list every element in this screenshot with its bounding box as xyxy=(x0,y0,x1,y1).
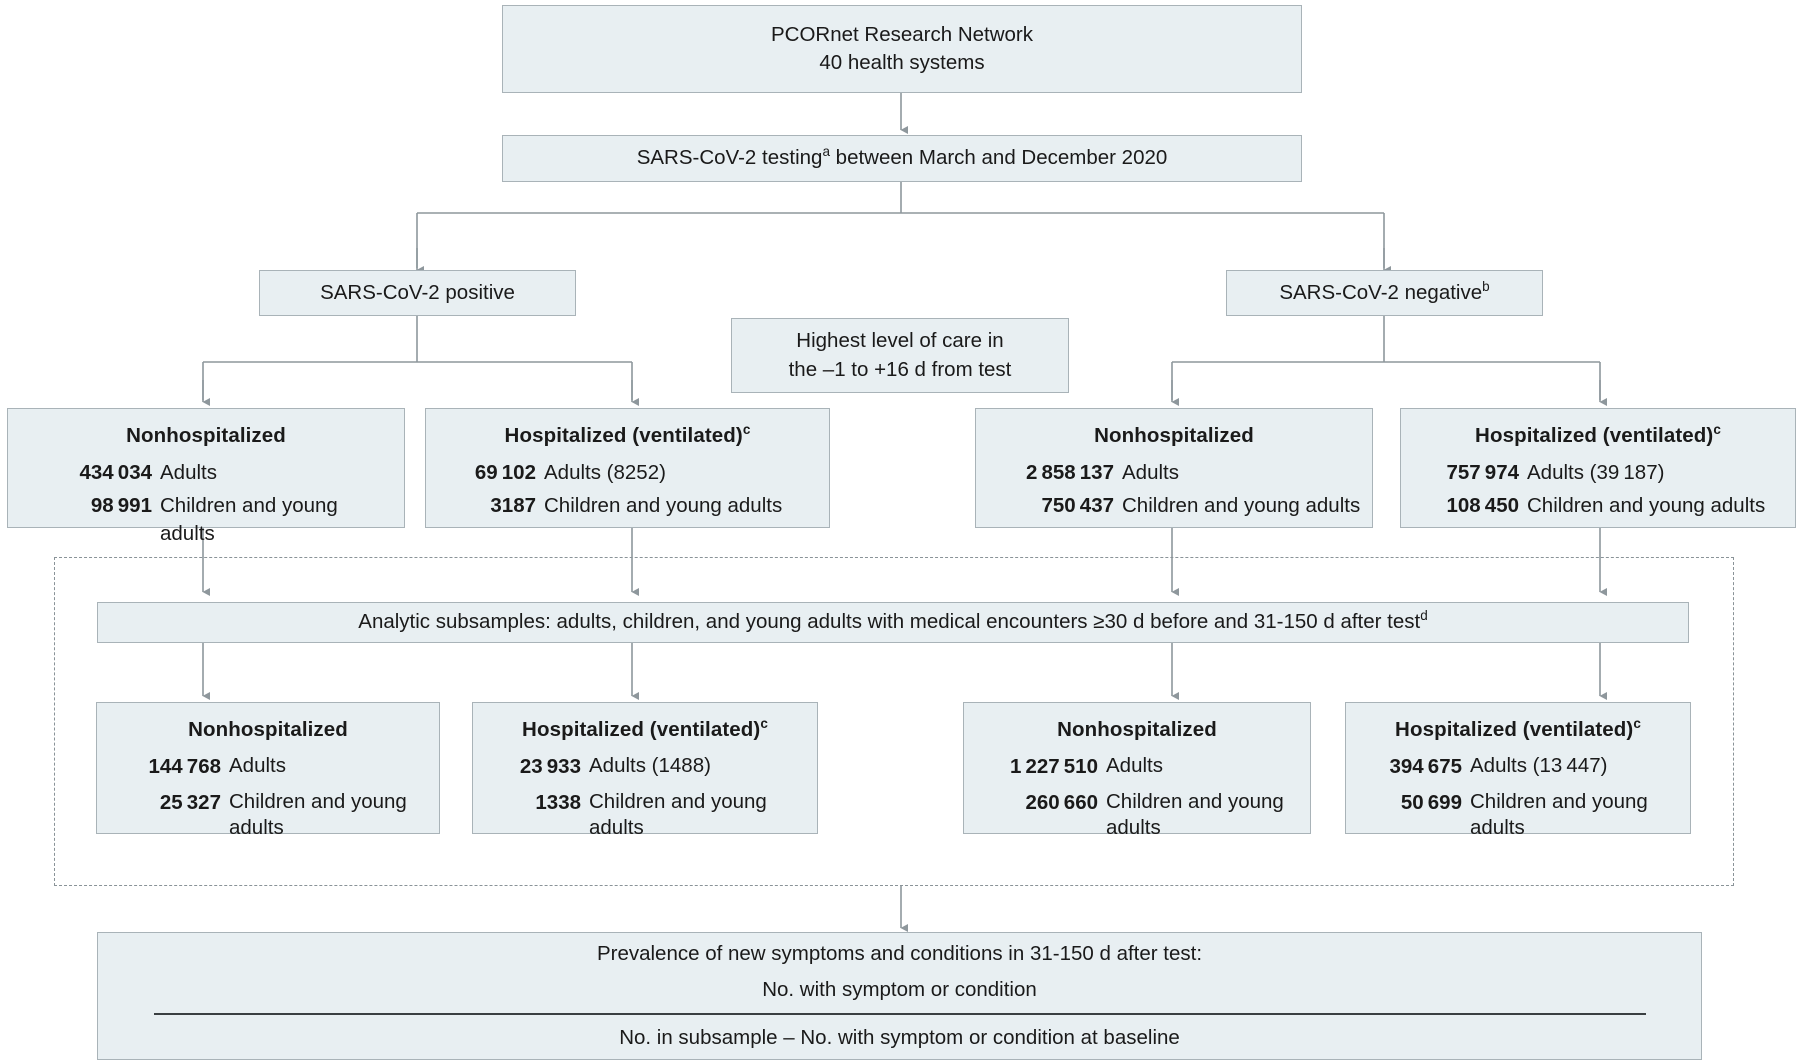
cohort-count-label: Children and young adults xyxy=(1122,493,1361,517)
analytic-box-positive-nonhospitalized: Nonhospitalized 144 768 Adults 25 327 Ch… xyxy=(96,702,440,839)
cohort-count: 757 974 xyxy=(1446,461,1519,485)
cohort-count: 23 933 xyxy=(519,755,581,779)
node-prevalence-formula: Prevalence of new symptoms and condition… xyxy=(97,932,1702,1060)
node-sars-cov-2-positive: SARS-CoV-2 positive xyxy=(259,270,576,316)
cohort-row: 25 327 Children and young adults xyxy=(97,789,439,842)
cohort-title: Nonhospitalized xyxy=(188,718,348,741)
cohort-title-text: Hospitalized (ventilated) xyxy=(1475,424,1714,447)
analytic-box-negative-nonhospitalized: Nonhospitalized 1 227 510 Adults 260 660… xyxy=(963,702,1311,839)
cohort-count-label: Adults xyxy=(1106,754,1163,778)
cohort-count-label: Adults (39 187) xyxy=(1527,461,1665,485)
prevalence-numerator: No. with symptom or condition xyxy=(762,977,1037,1001)
analytic-subsample-group-frame xyxy=(54,557,1734,886)
cohort-row: 69 102 Adults (8252) xyxy=(426,459,829,487)
prevalence-denominator: No. in subsample – No. with symptom or c… xyxy=(619,1026,1180,1050)
cohort-title: Hospitalized (ventilated)c xyxy=(426,422,829,450)
cohort-count: 260 660 xyxy=(1025,790,1098,814)
cohort-title: Nonhospitalized xyxy=(1057,718,1217,741)
cohort-count-label: Children and young adults xyxy=(229,789,407,840)
cohort-count-label: Children and young adults xyxy=(1470,789,1648,840)
cohort-row: 757 974 Adults (39 187) xyxy=(1401,459,1795,487)
cohort-row: 434 034 Adults xyxy=(8,459,404,487)
prevalence-headline: Prevalence of new symptoms and condition… xyxy=(596,941,1203,965)
testing-label: SARS-CoV-2 testinga between March and De… xyxy=(503,144,1301,172)
cohort-box-positive-hospitalized: Hospitalized (ventilated)c 69 102 Adults… xyxy=(425,408,830,528)
cohort-row: 260 660 Children and young adults xyxy=(964,789,1310,842)
cohort-title: Nonhospitalized xyxy=(1094,424,1254,447)
cohort-row: 3187 Children and young adults xyxy=(426,492,829,520)
cohort-row: 750 437 Children and young adults xyxy=(976,492,1372,520)
analytic-box-positive-hospitalized: Hospitalized (ventilated)c 23 933 Adults… xyxy=(472,702,818,839)
cohort-box-negative-hospitalized: Hospitalized (ventilated)c 757 974 Adult… xyxy=(1400,408,1796,528)
cohort-row: 98 991 Children and young adults xyxy=(8,492,404,549)
cohort-row: 394 675 Adults (13 447) xyxy=(1346,753,1690,781)
node-pcornet-research-network: PCORnet Research Network 40 health syste… xyxy=(502,5,1302,93)
footnote-marker-c: c xyxy=(742,422,751,438)
cohort-row: 2 858 137 Adults xyxy=(976,459,1372,487)
negative-text: SARS-CoV-2 negative xyxy=(1279,280,1483,304)
cohort-count-label: Children and young adults xyxy=(589,789,767,840)
cohort-row: 23 933 Adults (1488) xyxy=(473,753,817,781)
footnote-marker-d: d xyxy=(1420,608,1428,624)
footnote-marker-c: c xyxy=(1633,716,1641,732)
cohort-count-label: Children and young adults xyxy=(1527,493,1766,517)
footnote-marker-c: c xyxy=(760,716,768,732)
cohort-count: 3187 xyxy=(490,493,536,517)
testing-text-before: SARS-CoV-2 testing xyxy=(636,146,823,170)
root-line-2: 40 health systems xyxy=(819,51,985,74)
cohort-count: 144 768 xyxy=(148,755,221,779)
footnote-marker-b: b xyxy=(1482,279,1490,295)
cohort-count: 750 437 xyxy=(1041,493,1114,517)
testing-text-after: between March and December 2020 xyxy=(829,146,1168,170)
cohort-count-label: Children and young adults xyxy=(160,493,338,545)
cohort-row: 1338 Children and young adults xyxy=(473,789,817,842)
cohort-count-label: Adults xyxy=(160,461,217,485)
cohort-count-label: Adults xyxy=(229,754,286,778)
cohort-count: 1338 xyxy=(535,790,581,814)
footnote-marker-a: a xyxy=(822,144,830,160)
care-note-line-1: Highest level of care in xyxy=(796,329,1004,353)
cohort-count-label: Adults (8252) xyxy=(544,461,666,485)
cohort-title-text: Hospitalized (ventilated) xyxy=(522,718,761,741)
positive-label: SARS-CoV-2 positive xyxy=(320,280,515,304)
cohort-count-label: Adults (13 447) xyxy=(1470,754,1608,778)
root-line-1: PCORnet Research Network xyxy=(770,22,1034,46)
cohort-count-label: Adults xyxy=(1122,461,1179,485)
analytic-band-label: Analytic subsamples: adults, children, a… xyxy=(98,608,1688,636)
cohort-count: 108 450 xyxy=(1446,493,1519,517)
cohort-count: 98 991 xyxy=(90,493,152,517)
cohort-title-text: Hospitalized (ventilated) xyxy=(504,424,743,447)
analytic-box-negative-hospitalized: Hospitalized (ventilated)c 394 675 Adult… xyxy=(1345,702,1691,839)
cohort-box-negative-nonhospitalized: Nonhospitalized 2 858 137 Adults 750 437… xyxy=(975,408,1373,528)
cohort-count: 69 102 xyxy=(474,461,536,485)
cohort-title: Hospitalized (ventilated)c xyxy=(1346,716,1690,744)
analytic-band-text: Analytic subsamples: adults, children, a… xyxy=(358,610,1421,634)
cohort-count: 25 327 xyxy=(159,790,221,814)
fraction-rule xyxy=(153,1013,1646,1016)
cohort-count: 50 699 xyxy=(1400,790,1462,814)
cohort-row: 144 768 Adults xyxy=(97,753,439,781)
cohort-count-label: Children and young adults xyxy=(1106,789,1284,840)
node-sars-cov-2-negative: SARS-CoV-2 negativeb xyxy=(1226,270,1543,316)
cohort-title: Nonhospitalized xyxy=(126,424,286,447)
cohort-count: 2 858 137 xyxy=(1025,461,1114,485)
cohort-row: 50 699 Children and young adults xyxy=(1346,789,1690,842)
cohort-count: 394 675 xyxy=(1389,755,1462,779)
cohort-count: 434 034 xyxy=(79,461,152,485)
cohort-title: Hospitalized (ventilated)c xyxy=(1401,422,1795,450)
node-sars-cov-2-testing: SARS-CoV-2 testinga between March and De… xyxy=(502,135,1302,182)
cohort-row: 108 450 Children and young adults xyxy=(1401,492,1795,520)
node-highest-level-of-care: Highest level of care in the –1 to +16 d… xyxy=(731,318,1069,393)
negative-label: SARS-CoV-2 negativeb xyxy=(1227,279,1542,307)
cohort-box-positive-nonhospitalized: Nonhospitalized 434 034 Adults 98 991 Ch… xyxy=(7,408,405,545)
cohort-row: 1 227 510 Adults xyxy=(964,753,1310,781)
cohort-count-label: Adults (1488) xyxy=(589,754,711,778)
cohort-count-label: Children and young adults xyxy=(544,493,783,517)
cohort-title: Hospitalized (ventilated)c xyxy=(473,716,817,744)
cohort-count: 1 227 510 xyxy=(1009,755,1098,779)
node-analytic-subsamples-band: Analytic subsamples: adults, children, a… xyxy=(97,602,1689,643)
footnote-marker-c: c xyxy=(1713,422,1721,438)
care-note-line-2: the –1 to +16 d from test xyxy=(788,357,1012,381)
cohort-title-text: Hospitalized (ventilated) xyxy=(1395,718,1634,741)
